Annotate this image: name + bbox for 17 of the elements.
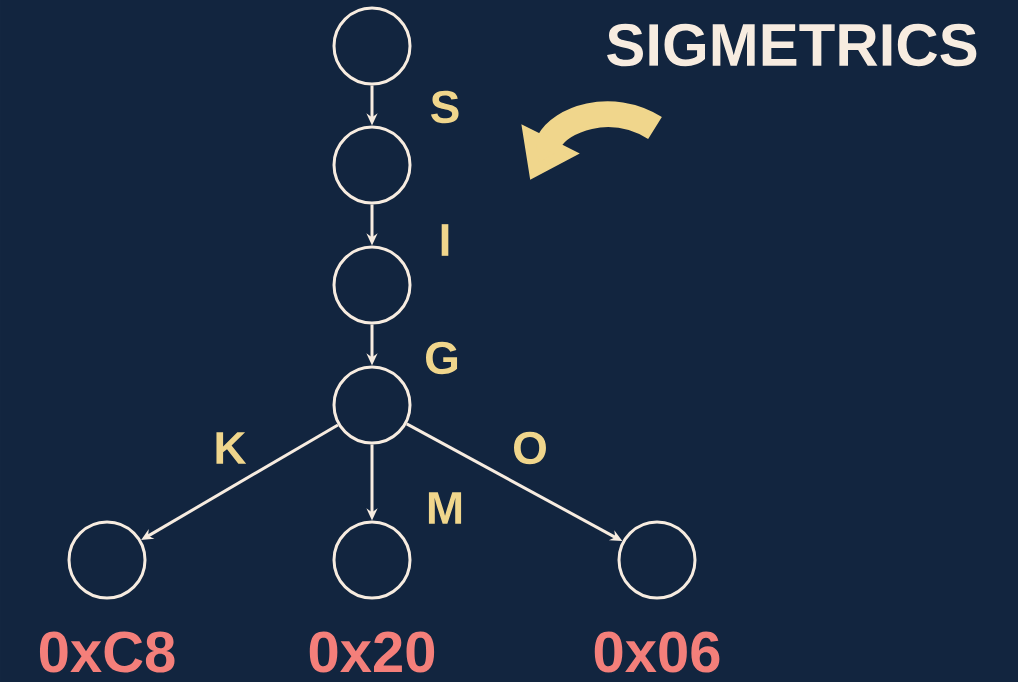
edge-label: O <box>514 431 546 465</box>
trie-node <box>332 520 412 600</box>
hex-value: 0x06 <box>594 631 720 673</box>
edge-label: M <box>428 492 462 524</box>
trie-node <box>332 6 412 86</box>
title-label: SIGMETRICS <box>607 23 977 67</box>
hex-value: 0xC8 <box>39 631 175 673</box>
trie-node <box>617 520 697 600</box>
edge-label: I <box>441 224 449 256</box>
edge-label: G <box>426 341 458 375</box>
trie-node <box>332 365 412 445</box>
trie-node <box>332 245 412 325</box>
edge-label: K <box>216 432 247 464</box>
trie-node <box>332 125 412 205</box>
hex-value: 0x20 <box>309 631 435 673</box>
trie-node <box>67 520 147 600</box>
edge-label: S <box>431 90 459 124</box>
